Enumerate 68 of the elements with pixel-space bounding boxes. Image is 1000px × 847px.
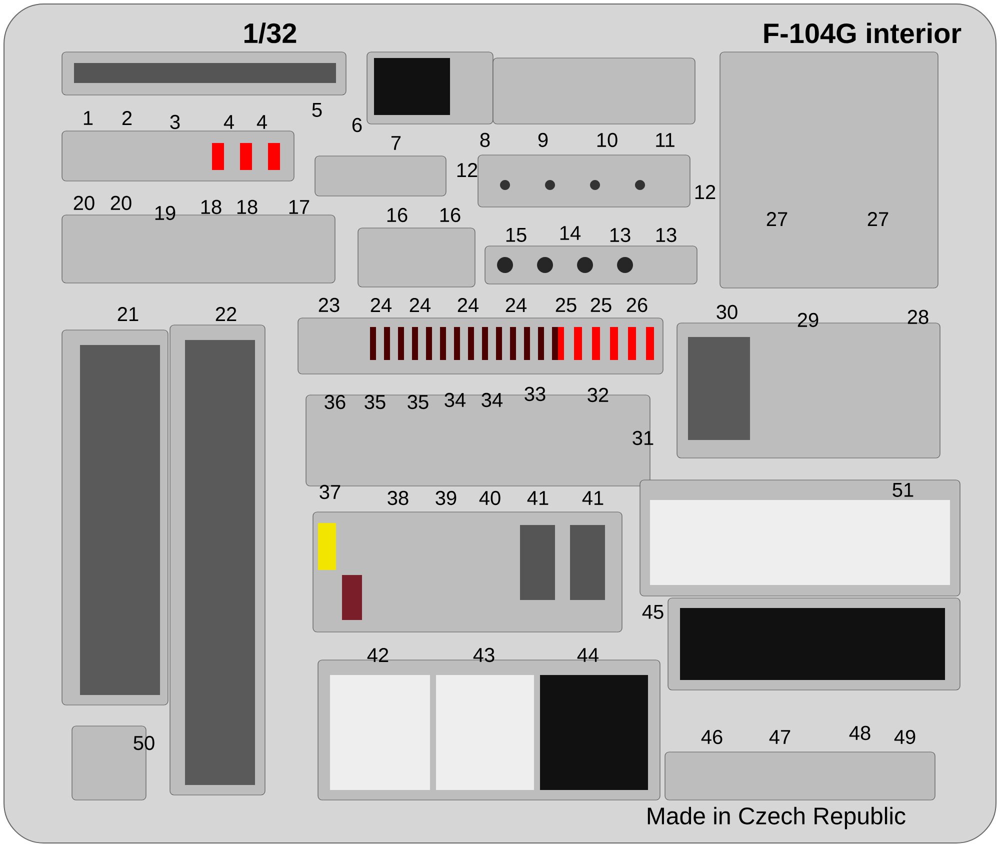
callout-number: 11 bbox=[656, 133, 674, 147]
callout-number: 26 bbox=[626, 298, 648, 312]
callout-number: 41 bbox=[582, 491, 604, 505]
callout-number: 44 bbox=[577, 648, 599, 662]
callout-number: 49 bbox=[894, 730, 916, 744]
callout-number: 27 bbox=[868, 212, 888, 226]
callout-number: 43 bbox=[473, 648, 494, 662]
callout-number: 35 bbox=[364, 394, 386, 410]
callout-number: 47 bbox=[769, 730, 790, 744]
callout-number: 13 bbox=[610, 228, 630, 242]
callout-number: 23 bbox=[318, 298, 340, 312]
callout-number: 16 bbox=[440, 208, 460, 222]
callout-number: 17 bbox=[289, 200, 310, 214]
callout-number: 51 bbox=[892, 483, 914, 497]
callout-number: 28 bbox=[908, 310, 928, 324]
callout-number: 7 bbox=[391, 136, 401, 150]
callout-number: 2 bbox=[122, 111, 132, 125]
callout-number: 36 bbox=[324, 394, 346, 410]
callout-number: 34 bbox=[444, 392, 466, 408]
callout-number: 12 bbox=[457, 163, 478, 177]
title: F-104G interior bbox=[764, 22, 962, 44]
callout-number: 33 bbox=[524, 386, 546, 402]
scale-label: 1/32 bbox=[244, 22, 296, 44]
callout-number: 48 bbox=[849, 726, 870, 740]
callout-number: 13 bbox=[656, 228, 676, 242]
callout-number: 25 bbox=[556, 298, 576, 312]
callout-number: 30 bbox=[716, 304, 738, 320]
callout-number: 31 bbox=[632, 430, 654, 446]
callout-number: 50 bbox=[134, 736, 154, 750]
callout-number: 10 bbox=[597, 132, 618, 148]
callout-number: 24 bbox=[410, 298, 431, 312]
callout-number: 15 bbox=[506, 228, 526, 242]
callout-number: 14 bbox=[560, 226, 581, 240]
callout-number: 37 bbox=[320, 484, 340, 500]
callout-number: 46 bbox=[701, 730, 722, 744]
callout-number: 41 bbox=[527, 491, 548, 505]
callout-number: 22 bbox=[216, 307, 236, 321]
callout-number: 19 bbox=[155, 206, 176, 220]
callout-number: 34 bbox=[482, 392, 503, 408]
callout-number: 4 bbox=[224, 115, 234, 129]
callout-number: 40 bbox=[479, 490, 500, 506]
callout-number: 32 bbox=[588, 388, 608, 402]
callout-number: 25 bbox=[590, 298, 612, 312]
callout-number: 35 bbox=[408, 394, 428, 410]
callout-number: 16 bbox=[387, 208, 408, 222]
callout-number: 4 bbox=[256, 115, 267, 129]
callout-number: 18 bbox=[237, 200, 258, 214]
callout-number: 9 bbox=[538, 132, 548, 148]
callout-number: 12 bbox=[695, 185, 716, 199]
callout-number: 21 bbox=[118, 307, 138, 321]
callout-number: 24 bbox=[370, 298, 392, 312]
callout-number: 20 bbox=[74, 196, 94, 210]
callout-number: 3 bbox=[170, 114, 180, 130]
callout-number: 38 bbox=[388, 490, 408, 506]
callout-number: 42 bbox=[367, 648, 388, 662]
callout-number: 5 bbox=[312, 103, 322, 117]
origin-note: Made in Czech Republic bbox=[648, 806, 906, 830]
callout-number: 29 bbox=[798, 312, 818, 328]
callout-number: 39 bbox=[436, 490, 456, 506]
callout-number: 45 bbox=[642, 605, 664, 619]
callout-number: 24 bbox=[506, 298, 527, 312]
callout-number: 8 bbox=[480, 132, 490, 148]
callout-number: 18 bbox=[201, 200, 222, 214]
callout-number: 27 bbox=[766, 212, 788, 226]
callout-number: 20 bbox=[110, 196, 132, 210]
callout-number: 24 bbox=[458, 298, 479, 312]
callout-number: 1 bbox=[84, 111, 93, 125]
callout-number: 6 bbox=[352, 118, 362, 132]
